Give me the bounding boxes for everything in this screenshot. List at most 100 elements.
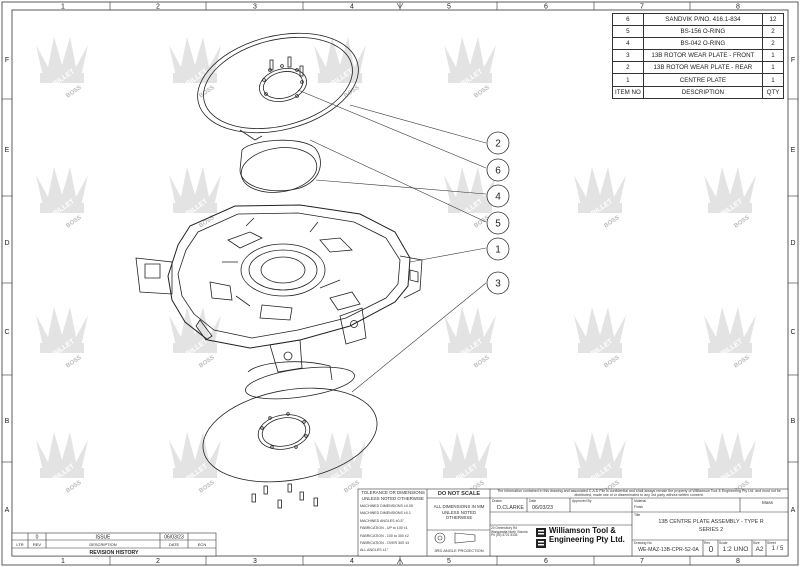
bom-header-description: DESCRIPTION (642, 85, 764, 99)
col-label: 7 (640, 558, 644, 565)
finish-label: Finish (634, 505, 644, 509)
title-block-frame (357, 488, 789, 557)
row-labels-left: F E D C B A (4, 57, 9, 514)
tolerance-line: MACHINED DIMENSIONS ±0.1 (360, 511, 411, 516)
col-label: 1 (61, 558, 65, 565)
watermark-text: BOSS (65, 480, 82, 495)
approved-label: Approved By (572, 499, 592, 503)
balloon-label: 5 (495, 219, 501, 230)
row-label: A (5, 507, 10, 514)
revision-history-frame (11, 532, 217, 557)
balloons: 2 6 4 5 1 3 (486, 131, 510, 295)
drawn-date: 06/03/23 (532, 505, 553, 511)
bom-qty: 1 (762, 61, 784, 75)
bom-item: 6 (612, 12, 644, 27)
bom-qty: 1 (762, 49, 784, 63)
balloon-label: 3 (495, 279, 501, 290)
watermark-text: BOSS (198, 215, 215, 230)
bom-item: 4 (612, 37, 644, 51)
balloon-item-5: 5 (486, 211, 510, 235)
drawing-title-line1: 13B CENTRE PLATE ASSEMBLY - TYPE R (658, 519, 764, 525)
watermark-text: BOSS (603, 215, 620, 230)
balloon-label: 1 (495, 245, 501, 256)
column-labels-bottom: 1 2 3 4 5 6 7 8 (61, 558, 740, 565)
title-label: Title (634, 513, 641, 517)
tolerance-line: MACHINED DIMENSIONS ±0.05 (360, 504, 413, 508)
tolerance-list: MACHINED DIMENSIONS ±0.05 MACHINED DIMEN… (360, 503, 426, 555)
tolerance-title: TOLERANCE OR DIMENSIONS UNLESS NOTED OTH… (361, 490, 425, 501)
bom-description: BS-156 O-RING (642, 25, 764, 39)
col-label: 4 (350, 558, 354, 565)
col-label: 5 (447, 558, 451, 565)
col-label: 2 (156, 558, 160, 565)
watermark-text: BOSS (198, 355, 215, 370)
drawing-number: WE-MAZ-13B-CPR-S2-0A (638, 547, 699, 553)
revision-description: ISSUE (95, 535, 111, 541)
sheet-label: Sheet (767, 541, 776, 545)
bom-item: 2 (612, 61, 644, 75)
tolerance-line: FABRICATION - OVER 300 ±3 (360, 541, 410, 546)
bom-description: CENTRE PLATE (642, 73, 764, 87)
confidentiality-notice: The information contained in this drawin… (497, 489, 781, 498)
drawn-by: D.CLARKE (497, 505, 524, 511)
company-logo (536, 528, 546, 548)
projection-label: 3RD ANGLE PROJECTION (434, 548, 484, 553)
watermark-text: BOSS (473, 355, 490, 370)
revision-number: 0 (708, 545, 714, 554)
col-label: 7 (640, 4, 644, 11)
drawn-label: Drawn (492, 499, 502, 503)
watermark-text: BOSS (733, 355, 750, 370)
bom-description: BS-042 O-RING (642, 37, 764, 51)
revision-header-date: DATE (169, 542, 180, 547)
rev-label: Rev (704, 541, 711, 545)
col-label: 2 (156, 4, 160, 11)
tolerance-line: MACHINED ANGLES ±0.5° (360, 518, 404, 523)
screw-group-bottom (251, 483, 318, 509)
bom-header-qty: QTY (762, 85, 784, 99)
row-label: D (790, 240, 795, 247)
revision-history-title: REVISION HISTORY (89, 550, 139, 556)
watermark-text: BOSS (65, 85, 82, 100)
bom-description: 13B ROTOR WEAR PLATE - FRONT (642, 49, 764, 63)
col-label: 5 (447, 4, 451, 11)
company-address: 20 Greensbury Rd Wangaratta North Victor… (491, 526, 528, 538)
dimensions-note: ALL DIMENSIONS IN MM UNLESS NOTED OTHERW… (433, 504, 485, 520)
row-label: D (4, 240, 9, 247)
sheet-number: 1 / 5 (771, 546, 784, 552)
drawing-title-line2: SERIES 2 (698, 527, 724, 533)
balloon-label: 4 (495, 192, 501, 203)
col-label: 8 (736, 4, 740, 11)
row-label: F (791, 57, 795, 64)
assembly-drawing (135, 32, 423, 509)
row-label: B (5, 418, 10, 425)
revision-date: 06/03/23 (164, 535, 184, 541)
balloon-item-4: 4 (486, 184, 510, 208)
watermark-text: BOSS (473, 85, 490, 100)
watermark-text: BOSS (65, 215, 82, 230)
drawing-scale: 1:2 UNO (722, 546, 749, 553)
size-label: Size (753, 541, 760, 545)
col-label: 3 (253, 4, 257, 11)
screw-group-top (269, 56, 304, 77)
revision-header-ecn: ECN (198, 542, 207, 547)
tolerance-line: ALL ANGLES ±1° (360, 548, 389, 553)
row-label: B (791, 418, 796, 425)
col-label: 4 (350, 4, 354, 11)
bom-qty: 2 (762, 37, 784, 51)
row-label: F (5, 57, 9, 64)
tolerance-line: FABRICATION - UP to 100 ±1 (360, 526, 408, 531)
o-ring-156 (239, 139, 321, 192)
material-label: Material (634, 499, 647, 503)
col-label: 1 (61, 4, 65, 11)
o-ring-042 (240, 147, 318, 193)
balloon-item-3: 3 (486, 271, 510, 295)
bom-item: 5 (612, 25, 644, 39)
bom-qty: 2 (762, 25, 784, 39)
